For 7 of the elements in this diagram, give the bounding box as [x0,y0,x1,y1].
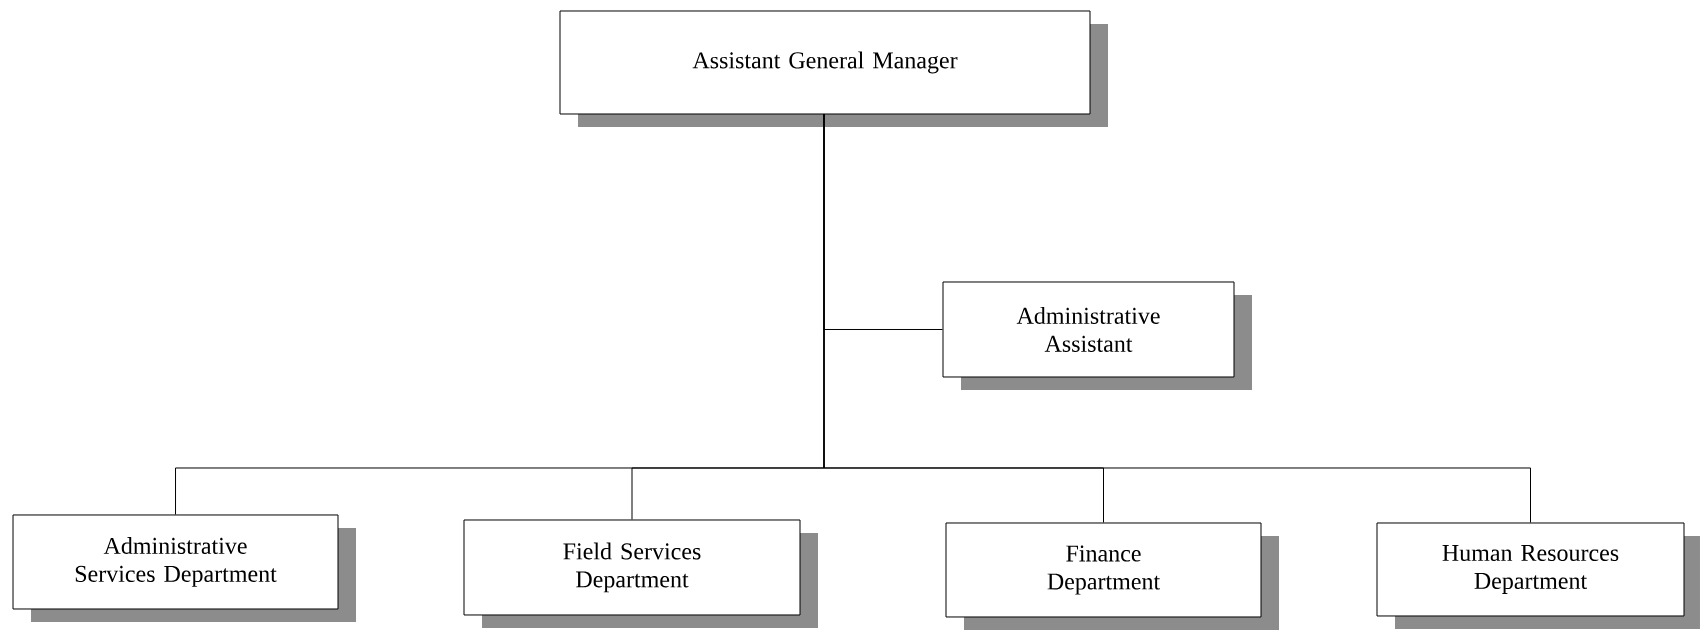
org-box: Finance Department [945,522,1279,630]
org-box: Assistant General Manager [559,10,1108,127]
org-box: Administrative Assistant [942,281,1252,390]
org-box: Human Resources Department [1376,522,1700,629]
connector-line [823,113,1531,523]
org-box: Administrative Services Department [12,514,356,622]
org-box: Field Services Department [463,519,818,628]
